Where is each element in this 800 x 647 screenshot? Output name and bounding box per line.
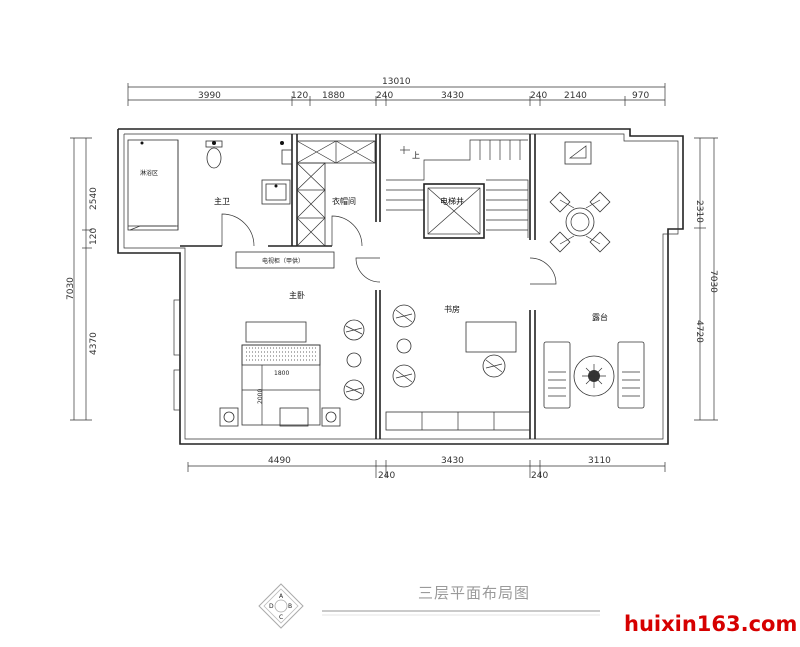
master-bath-fixtures: 淋浴区 <box>127 139 291 247</box>
dim-bottom-0: 4490 <box>268 456 291 466</box>
left-dimension-chain: 2540 120 7030 4370 <box>66 137 99 421</box>
dim-bottom-2: 3430 <box>441 456 464 466</box>
room-label-study: 书房 <box>444 304 460 314</box>
watermark: huixin163.com <box>624 612 798 636</box>
room-label-master-bedroom: 主卧 <box>289 290 305 300</box>
bed-width: 1800 <box>274 370 289 377</box>
room-label-terrace: 露台 <box>592 312 608 322</box>
plan-title: 三层平面布局图 <box>418 584 530 602</box>
bottom-dimension-chain: 4490 240 3430 240 3110 <box>187 456 666 481</box>
dim-left-0: 2540 <box>89 187 99 210</box>
dim-top-2: 1880 <box>322 91 345 101</box>
terrace-furniture: 露台 <box>543 141 645 409</box>
dim-left-3: 4370 <box>89 332 99 355</box>
master-bedroom-furniture: 1800 2000 主卧 <box>219 290 365 427</box>
stair-up-label: 上 <box>412 151 420 160</box>
dim-left-1: 120 <box>89 228 99 245</box>
dim-right-0: 2310 <box>694 200 704 223</box>
svg-text:C: C <box>279 614 283 621</box>
right-dimension-chain: 2310 7030 4720 <box>694 137 718 421</box>
dim-left-2: 7030 <box>66 277 76 300</box>
outer-walls <box>117 128 684 445</box>
dim-bottom-3: 240 <box>531 471 548 481</box>
dim-top-3: 240 <box>376 91 393 101</box>
bed-length: 2000 <box>257 389 264 404</box>
svg-text:A: A <box>279 593 284 600</box>
dim-top-6: 2140 <box>564 91 587 101</box>
study-furniture: 书房 <box>355 257 557 431</box>
svg-text:D: D <box>269 603 274 610</box>
dim-top-1: 120 <box>291 91 308 101</box>
svg-text:淋浴区: 淋浴区 <box>140 169 158 177</box>
svg-text:B: B <box>288 603 292 610</box>
dim-bottom-4: 3110 <box>588 456 611 466</box>
top-dimension-chain: 13010 3990 120 1880 240 3430 240 2140 97… <box>127 77 666 106</box>
stair-and-elevator: 上 电梯井 <box>386 139 529 239</box>
closet-wardrobes <box>281 140 376 247</box>
tv-cabinet-label: 电视柜（甲供） <box>262 257 304 265</box>
dim-top-5: 240 <box>530 91 547 101</box>
room-label-closet: 衣帽间 <box>332 196 356 206</box>
interior-walls <box>173 134 536 439</box>
dim-top-total: 13010 <box>382 77 411 87</box>
room-label-master-bath: 主卫 <box>214 196 230 206</box>
dim-right-2: 4720 <box>694 320 704 343</box>
room-label-elevator-shaft: 电梯井 <box>440 196 464 206</box>
dim-top-4: 3430 <box>441 91 464 101</box>
title-block: A B C D 三层平面布局图 <box>258 583 600 629</box>
compass-icon: A B C D <box>258 583 304 629</box>
tv-cabinet: 电视柜（甲供） <box>235 251 335 269</box>
dim-top-7: 970 <box>632 91 649 101</box>
dim-top-0: 3990 <box>198 91 221 101</box>
dim-bottom-1: 240 <box>378 471 395 481</box>
dim-right-1: 7030 <box>708 270 718 293</box>
